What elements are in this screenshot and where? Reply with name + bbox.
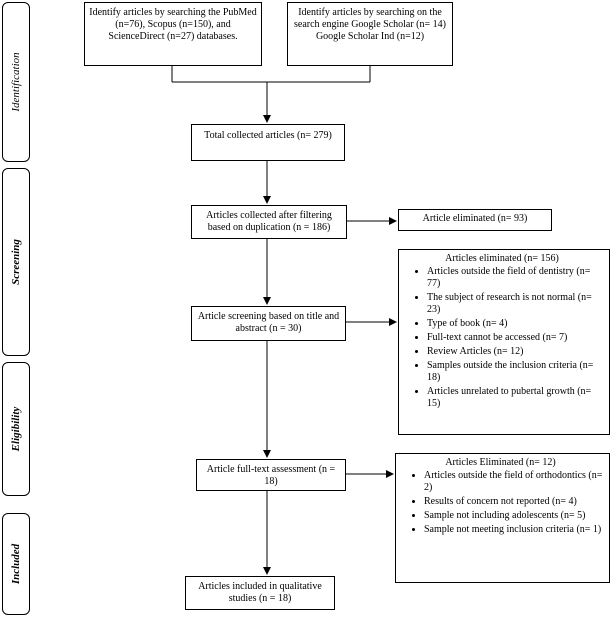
- list-item: Articles outside the field of orthodonti…: [424, 470, 603, 494]
- list-item: Sample not meeting inclusion criteria (n…: [424, 524, 603, 536]
- list-item: Full-text cannot be accessed (n= 7): [427, 332, 603, 344]
- box-full-text: Article full-text assessment (n = 18): [196, 459, 346, 491]
- box-identify-scholar-text: Identify articles by searching on the se…: [294, 7, 446, 42]
- stage-identification: Identification: [2, 2, 30, 162]
- list-item: Articles unrelated to pubertal growth (n…: [427, 386, 603, 410]
- list-item: Type of book (n= 4): [427, 318, 603, 330]
- stage-eligibility-label: Eligibility: [10, 406, 22, 452]
- eliminated-156-list: Articles outside the field of dentistry …: [401, 266, 603, 410]
- box-included-text: Articles included in qualitative studies…: [198, 581, 322, 604]
- stage-screening: Screening: [2, 168, 30, 356]
- box-after-duplication-text: Articles collected after filtering based…: [206, 210, 332, 233]
- box-identify-databases: Identify articles by searching the PubMe…: [84, 2, 262, 66]
- box-after-duplication: Articles collected after filtering based…: [191, 205, 347, 239]
- box-identify-databases-text: Identify articles by searching the PubMe…: [89, 7, 257, 42]
- list-item: The subject of research is not normal (n…: [427, 292, 603, 316]
- box-eliminated-93-text: Article eliminated (n= 93): [422, 213, 528, 224]
- box-included: Articles included in qualitative studies…: [185, 576, 335, 610]
- box-total-collected: Total collected articles (n= 279): [191, 124, 345, 161]
- eliminated-12-list: Articles outside the field of orthodonti…: [398, 470, 603, 536]
- box-eliminated-12: Articles Eliminated (n= 12) Articles out…: [395, 453, 610, 583]
- eliminated-12-title: Articles Eliminated (n= 12): [445, 457, 556, 468]
- box-identify-scholar: Identify articles by searching on the se…: [287, 2, 453, 66]
- eliminated-156-title: Articles eliminated (n= 156): [445, 253, 559, 264]
- box-title-abstract: Article screening based on title and abs…: [191, 306, 346, 341]
- list-item: Review Articles (n= 12): [427, 346, 603, 358]
- box-title-abstract-text: Article screening based on title and abs…: [197, 311, 340, 334]
- list-item: Articles outside the field of dentistry …: [427, 266, 603, 290]
- stage-identification-label: Identification: [10, 52, 22, 112]
- list-item: Results of concern not reported (n= 4): [424, 496, 603, 508]
- stage-included-label: Included: [10, 543, 22, 585]
- box-full-text-text: Article full-text assessment (n = 18): [206, 464, 336, 487]
- list-item: Samples outside the inclusion criteria (…: [427, 360, 603, 384]
- box-eliminated-156: Articles eliminated (n= 156) Articles ou…: [398, 249, 610, 435]
- stage-screening-label: Screening: [10, 239, 22, 285]
- list-item: Sample not including adolescents (n= 5): [424, 510, 603, 522]
- box-total-collected-text: Total collected articles (n= 279): [204, 130, 332, 141]
- stage-included: Included: [2, 513, 30, 615]
- stage-eligibility: Eligibility: [2, 362, 30, 496]
- box-eliminated-93: Article eliminated (n= 93): [398, 209, 552, 231]
